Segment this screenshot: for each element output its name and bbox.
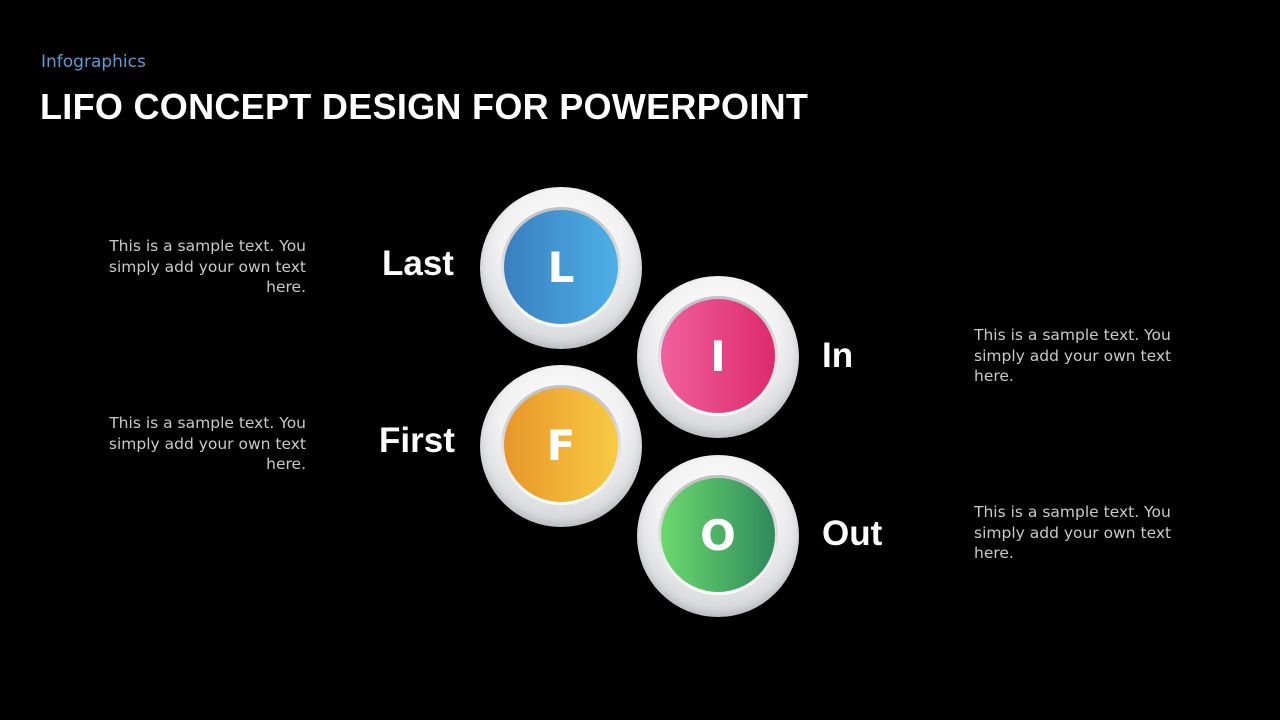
letter-o: O bbox=[700, 510, 736, 560]
description-out: This is a sample text. You simply add yo… bbox=[974, 503, 1172, 562]
slide-title: LIFO CONCEPT DESIGN FOR POWERPOINT bbox=[40, 86, 809, 127]
word-out: Out bbox=[822, 514, 883, 553]
disc-frame: F bbox=[501, 385, 621, 505]
word-in: In bbox=[822, 336, 854, 375]
circle-o: O bbox=[637, 455, 799, 617]
circle-i: I bbox=[637, 276, 799, 438]
disc-l: L bbox=[504, 210, 618, 324]
circle-f: F bbox=[480, 365, 642, 527]
letter-f: F bbox=[546, 420, 576, 470]
disc-f: F bbox=[504, 388, 618, 502]
disc-o: O bbox=[661, 478, 775, 592]
letter-i: I bbox=[710, 331, 726, 381]
disc-frame: L bbox=[501, 207, 621, 327]
disc-frame: I bbox=[658, 296, 778, 416]
description-in: This is a sample text. You simply add yo… bbox=[974, 326, 1172, 385]
word-first: First bbox=[379, 421, 455, 460]
letter-l: L bbox=[547, 242, 575, 292]
disc-i: I bbox=[661, 299, 775, 413]
circle-l: L bbox=[480, 187, 642, 349]
disc-frame: O bbox=[658, 475, 778, 595]
description-last: This is a sample text. You simply add yo… bbox=[108, 237, 306, 296]
slide-subtitle: Infographics bbox=[41, 52, 146, 72]
word-last: Last bbox=[382, 244, 454, 283]
description-first: This is a sample text. You simply add yo… bbox=[108, 414, 306, 473]
